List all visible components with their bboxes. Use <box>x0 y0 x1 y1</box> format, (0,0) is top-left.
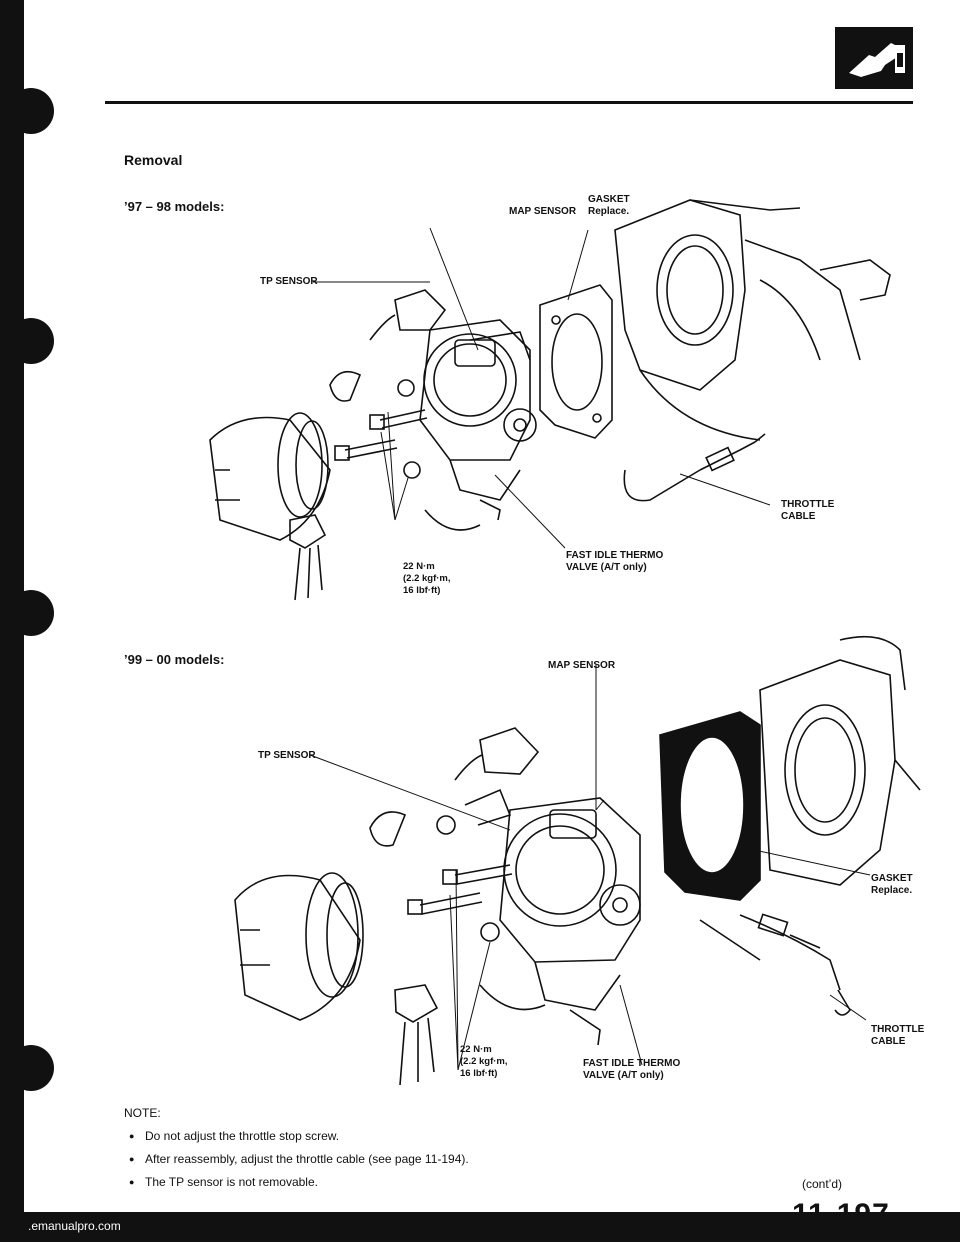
section-tab <box>8 590 54 636</box>
callout-map-sensor: MAP SENSOR <box>509 206 577 217</box>
section-tab <box>8 88 54 134</box>
callout-throttle-cable-99-line2: CABLE <box>871 1036 906 1047</box>
callout-fast-idle-thermo-line2: VALVE (A/T only) <box>566 562 647 573</box>
torque-spec-line2: (2.2 kgf·m, <box>403 573 451 584</box>
continued-label: (cont’d) <box>802 1177 843 1191</box>
callout-fast-idle-thermo-99-line2: VALVE (A/T only) <box>583 1070 664 1081</box>
callout-fast-idle-thermo-99: FAST IDLE THERMO <box>583 1058 681 1069</box>
callout-map-sensor-99: MAP SENSOR <box>548 660 616 671</box>
callout-tp-sensor: TP SENSOR <box>260 276 318 287</box>
callout-gasket-note-99: Replace. <box>871 885 913 896</box>
footer-bar <box>0 1212 960 1242</box>
section-tab <box>8 1045 54 1091</box>
torque-spec-99-line1: 22 N·m <box>460 1044 492 1055</box>
callout-gasket: GASKET <box>588 194 630 205</box>
torque-spec-99-line2: (2.2 kgf·m, <box>460 1056 508 1067</box>
note-item: Do not adjust the throttle stop screw. <box>129 1129 339 1143</box>
callout-throttle-cable-99: THROTTLE <box>871 1024 925 1035</box>
callout-tp-sensor-99: TP SENSOR <box>258 750 316 761</box>
section-tab <box>8 318 54 364</box>
callout-throttle-cable-line2: CABLE <box>781 511 816 522</box>
note-item: After reassembly, adjust the throttle ca… <box>129 1152 469 1166</box>
fuel-nozzle-icon <box>835 27 913 89</box>
torque-spec-line1: 22 N·m <box>403 561 435 572</box>
note-title: NOTE: <box>124 1106 161 1120</box>
header-rule <box>105 101 913 104</box>
models-97-98-label: ’97 – 98 models: <box>124 199 225 214</box>
callout-fast-idle-thermo: FAST IDLE THERMO <box>566 550 664 561</box>
models-99-00-label: ’99 – 00 models: <box>124 652 225 667</box>
torque-spec-line3: 16 lbf·ft) <box>403 585 441 596</box>
callout-gasket-note: Replace. <box>588 206 630 217</box>
torque-spec-99-line3: 16 lbf·ft) <box>460 1068 498 1079</box>
footer-url[interactable]: .emanualpro.com <box>28 1219 121 1233</box>
callout-throttle-cable: THROTTLE <box>781 499 835 510</box>
callout-gasket-99: GASKET <box>871 873 913 884</box>
section-title: Removal <box>124 152 183 168</box>
note-item: The TP sensor is not removable. <box>129 1175 318 1189</box>
